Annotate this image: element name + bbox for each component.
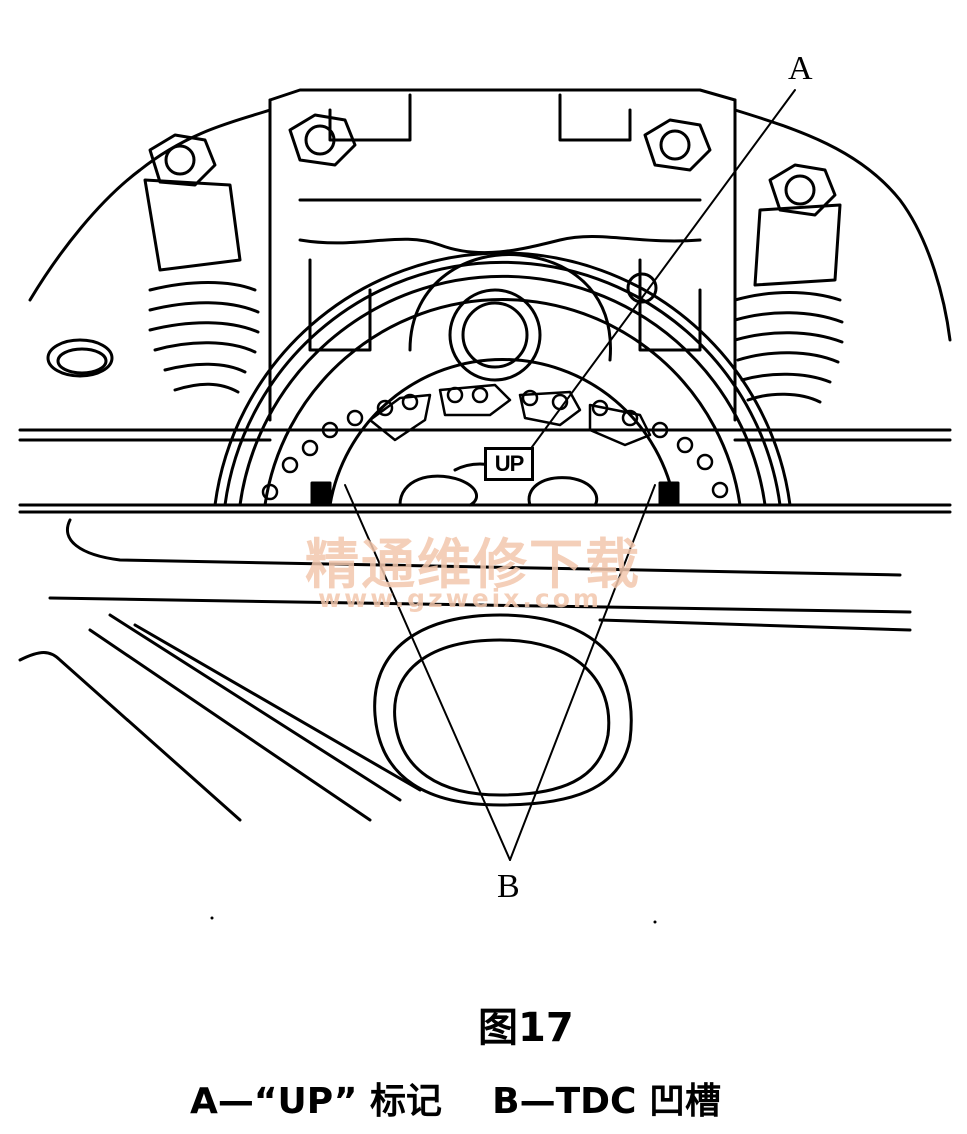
timing-chain — [261, 383, 729, 501]
tdc-notch-right — [658, 481, 680, 507]
figure-title: 图17 — [478, 1005, 574, 1051]
tdc-notch-left — [310, 481, 332, 507]
valve-spring-right — [733, 203, 844, 404]
tdc-window — [373, 613, 633, 807]
watermark-url: www.gzweix.com — [318, 584, 602, 613]
callout-a: A — [788, 50, 813, 87]
caption-a: A—“UP” 标记 — [190, 1081, 443, 1122]
leader-lines — [344, 89, 796, 861]
oil-hole-left — [46, 338, 114, 378]
valve-spring-left — [143, 178, 260, 394]
bolt-left-inner — [288, 113, 357, 167]
bolt-right-inner — [643, 118, 712, 172]
boss-hole — [626, 272, 658, 304]
callout-b: B — [497, 868, 520, 905]
caption-b: B—TDC 凹槽 — [492, 1081, 721, 1122]
figure-caption: A—“UP” 标记 B—TDC 凹槽 — [190, 1072, 721, 1124]
watermark-text: 精通维修下载 — [305, 533, 641, 596]
cylinder-head — [18, 88, 952, 442]
camshaft-sprocket — [213, 251, 792, 507]
up-mark: UP — [484, 447, 534, 481]
scan-dot — [210, 916, 214, 920]
oil-hole-left-inner — [56, 347, 108, 375]
scan-dot — [653, 920, 657, 924]
lower-block — [18, 503, 952, 822]
